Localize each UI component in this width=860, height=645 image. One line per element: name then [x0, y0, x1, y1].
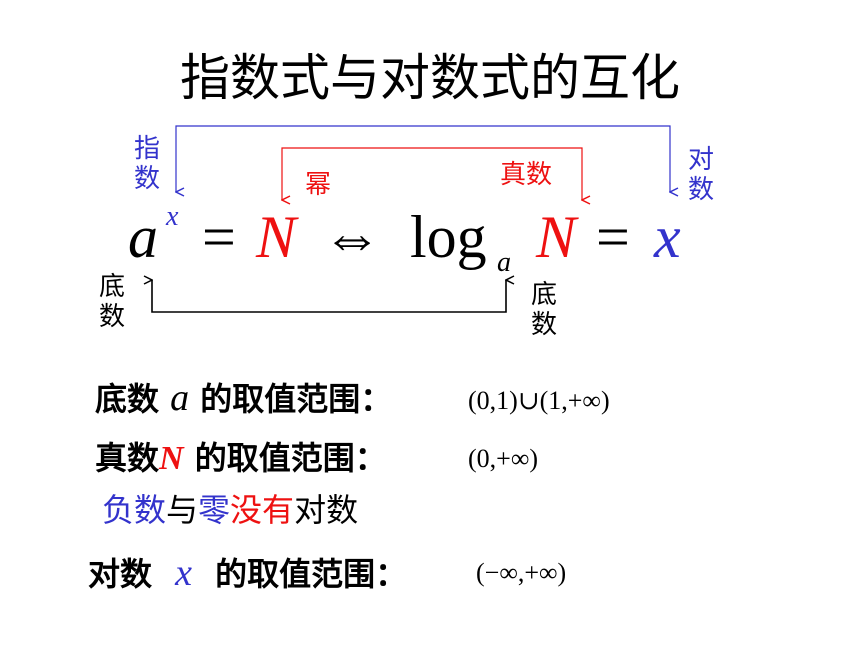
note-and: 与	[166, 491, 199, 529]
range-antilog-row: 真数N 的取值范围：	[95, 438, 387, 479]
range-logarithm-prefix: 对数	[88, 555, 153, 593]
exponent-bracket	[176, 125, 670, 192]
formula-log: log	[410, 204, 487, 270]
range-logarithm-row: 对数 x 的取值范围：	[88, 553, 407, 594]
range-antilog-prefix: 真数	[95, 439, 160, 477]
range-antilog-value: (0,+∞)	[468, 444, 539, 473]
label-base-right: 底数	[530, 280, 557, 340]
formula-exponent: x	[166, 201, 179, 232]
range-base-symbol: a	[170, 377, 190, 419]
formula-result: x	[654, 204, 681, 270]
range-base-suffix: 的取值范围：	[200, 380, 393, 418]
label-logarithm: 对数	[687, 145, 714, 205]
note-zero: 零	[198, 491, 231, 529]
label-exponent: 指数	[133, 134, 160, 194]
range-logarithm-value: (−∞,+∞)	[476, 558, 567, 587]
label-base-left: 底数	[98, 272, 125, 332]
power-bracket	[282, 147, 582, 200]
range-antilog-symbol: N	[159, 440, 184, 477]
formula-equals-2: =	[596, 204, 630, 270]
formula-antilog: N	[536, 204, 577, 270]
note-none: 没有	[230, 491, 295, 529]
label-antilog: 真数	[500, 160, 553, 190]
base-bracket	[152, 280, 506, 313]
formula-power: N	[256, 204, 297, 270]
note-row: 负数与零没有对数	[102, 490, 358, 530]
page-title: 指数式与对数式的互化	[180, 49, 680, 107]
range-base-value: (0,1)∪(1,+∞)	[468, 386, 610, 415]
formula-equals-1: =	[202, 204, 236, 270]
note-logarithm: 对数	[294, 491, 359, 529]
label-power: 幂	[305, 170, 332, 200]
range-base-prefix: 底数	[95, 380, 160, 418]
range-base-row: 底数 a 的取值范围：	[95, 378, 392, 419]
range-logarithm-symbol: x	[175, 552, 193, 594]
range-logarithm-suffix: 的取值范围：	[215, 555, 408, 593]
formula-base: a	[128, 204, 158, 270]
formula-log-base: a	[497, 247, 511, 278]
range-antilog-suffix: 的取值范围：	[194, 439, 387, 477]
formula-iff: ⇔	[322, 204, 382, 270]
note-negative: 负数	[102, 491, 167, 529]
